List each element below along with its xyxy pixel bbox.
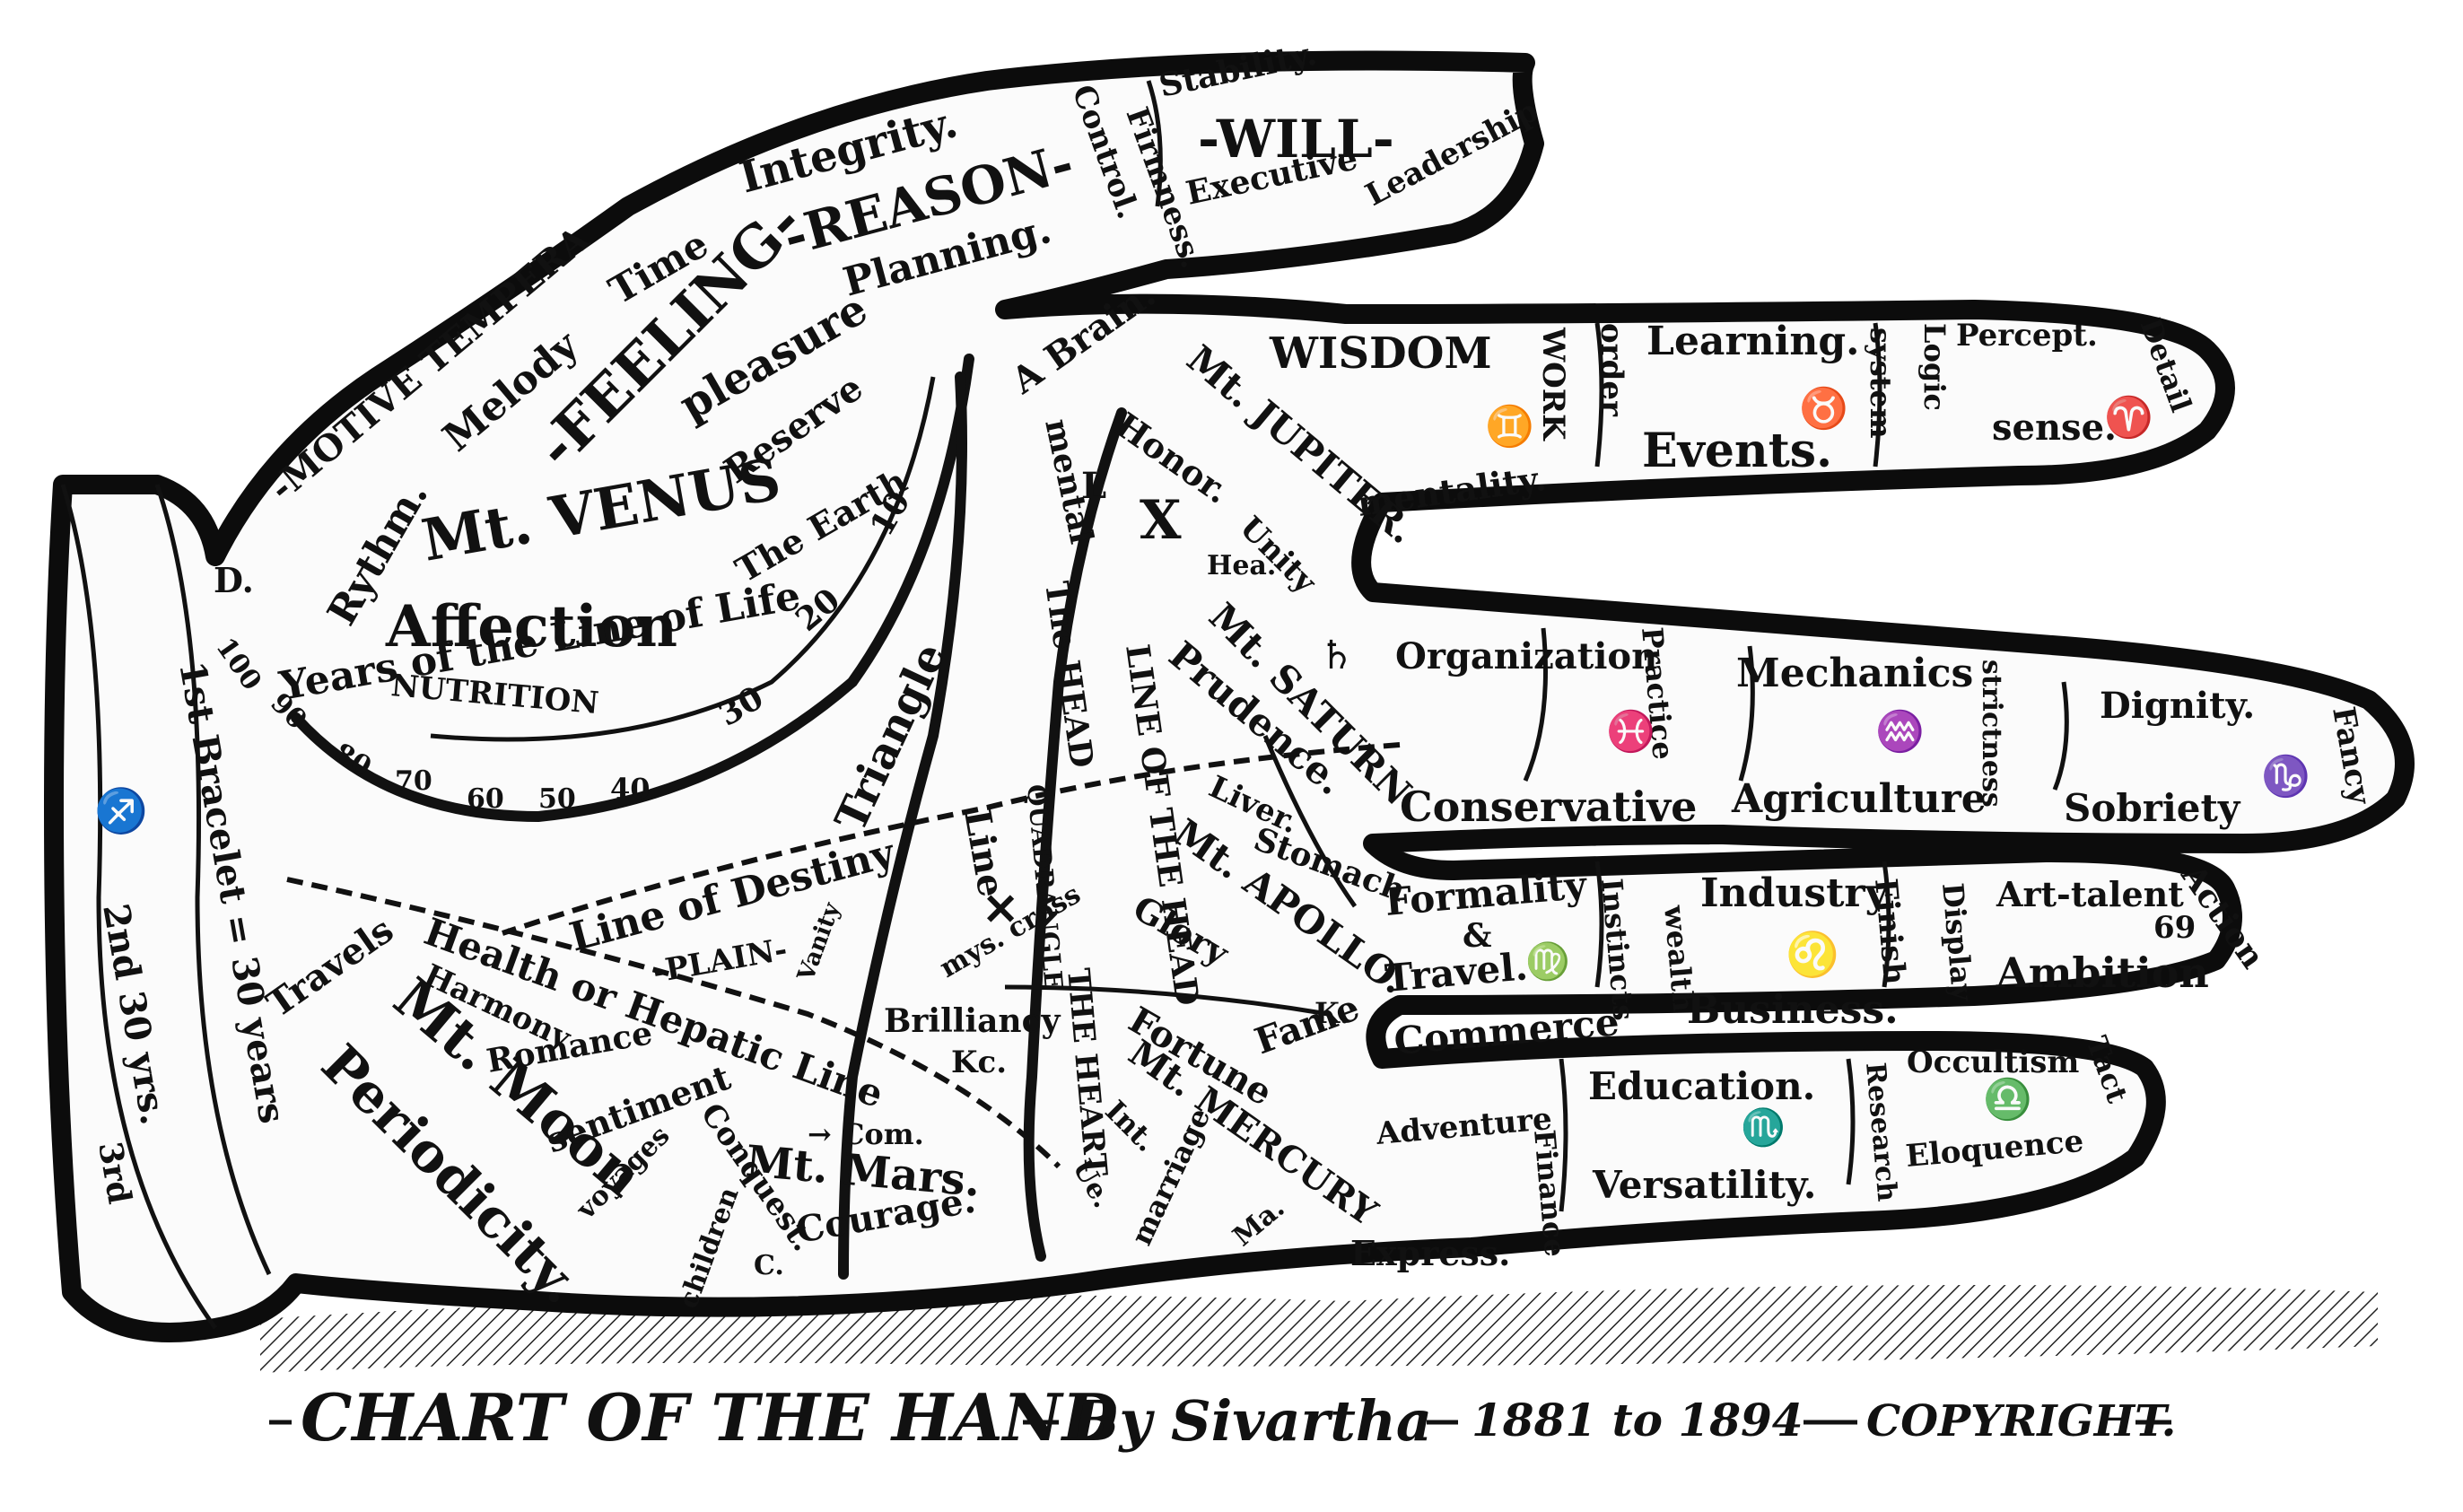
label-sense: sense. — [1992, 406, 2117, 449]
label-c: C. — [754, 1250, 784, 1281]
label-education: Education. — [1588, 1064, 1815, 1108]
label-system: system — [1864, 328, 1898, 439]
label-sobriety: Sobriety — [2064, 786, 2241, 830]
hepatic-line — [286, 877, 1061, 1169]
label-dignity: Dignity. — [2100, 685, 2255, 727]
label-percept: Percept. — [1956, 318, 2098, 354]
label-versatility: Versatility. — [1592, 1163, 1816, 1207]
mystic-cross-icon: ✕ — [983, 885, 1018, 935]
label-order: order — [1594, 323, 1629, 417]
line-of-life — [291, 354, 974, 823]
label-business: Business. — [1687, 987, 1899, 1033]
label-com: → Com. — [808, 1117, 924, 1151]
caption: CHART OF THE HAND By Sivartha 1881 to 18… — [269, 1379, 2176, 1455]
sleeve-cuff — [60, 484, 272, 1330]
label-strictness: strictness — [1976, 660, 2007, 808]
tick-50: 50 — [538, 783, 576, 815]
label-69: 69 — [2153, 910, 2196, 946]
planet-saturn-icon: ♄ — [1319, 633, 1354, 678]
label-kc: Kc. — [951, 1044, 1007, 1080]
line-of-head — [838, 371, 967, 1280]
label-ampersand: & — [1463, 917, 1492, 955]
label-conservative: Conservative — [1400, 782, 1697, 831]
label-will: -WILL- — [1198, 109, 1394, 170]
tick-70: 70 — [395, 765, 432, 797]
label-events: Events. — [1642, 424, 1832, 478]
zodiac-gemini-icon: ♊ — [1485, 404, 1534, 450]
zodiac-aries-icon: ♈ — [2104, 395, 2153, 441]
caption-author: By Sivartha — [1070, 1388, 1432, 1454]
label-wisdom: WISDOM — [1269, 328, 1492, 379]
label-express: Express. — [1350, 1233, 1510, 1273]
line-of-heart — [1023, 407, 1127, 1262]
label-organization: Organization — [1395, 635, 1657, 677]
label-affection: Affection — [385, 593, 677, 660]
caption-copyright: COPYRIGHT. — [1866, 1396, 2176, 1446]
label-k: K. — [1314, 996, 1349, 1030]
zodiac-scorpio-icon: ♏ — [1741, 1106, 1786, 1149]
zodiac-sagittarius-icon: ♐ — [94, 786, 148, 836]
ring-finger-labels: Formality Travel. Commerce Instincts wea… — [1384, 857, 2272, 1063]
label-occultism: Occultism — [1907, 1044, 2079, 1080]
zodiac-virgo-icon: ♍ — [1525, 940, 1570, 983]
palm-lines — [286, 80, 2069, 1280]
label-l: L — [1081, 465, 1106, 507]
zodiac-taurus-icon: ♉ — [1799, 386, 1848, 432]
tick-40: 40 — [610, 772, 651, 806]
zodiac-capricorn-icon: ♑ — [2261, 754, 2310, 800]
middle-finger-labels: Organization Practice Mechanics strictne… — [1319, 625, 2378, 831]
label-learning: Learning. — [1646, 319, 1859, 364]
caption-title: CHART OF THE HAND — [301, 1379, 1118, 1455]
label-ambition: Ambition — [1996, 948, 2209, 997]
apollo-line — [1004, 984, 1329, 1017]
label-d: D. — [214, 560, 254, 600]
label-agriculture: Agriculture — [1731, 776, 1987, 822]
label-industry: Industry — [1700, 870, 1890, 916]
label-hea: Hea. — [1207, 550, 1276, 581]
venus-arc — [430, 376, 936, 742]
caption-years: 1881 to 1894 — [1472, 1394, 1804, 1446]
label-mechanics: Mechanics — [1736, 651, 1973, 696]
label-brilliancy: Brilliancy — [884, 1002, 1061, 1040]
label-logic: Logic — [1917, 323, 1952, 411]
zodiac-pisces-icon: ♓ — [1606, 709, 1655, 755]
tick-60: 60 — [467, 783, 504, 815]
zodiac-leo-icon: ♌ — [1786, 930, 1839, 980]
zodiac-libra-icon: ♎ — [1983, 1077, 2032, 1123]
cross-mark-icon: X — [1140, 489, 1182, 552]
label-art-talent: Art-talent — [1996, 874, 2184, 914]
hand-outline — [44, 50, 2415, 1342]
label-work: WORK — [1535, 327, 1571, 441]
zodiac-aquarius-icon: ♒ — [1875, 709, 1925, 755]
